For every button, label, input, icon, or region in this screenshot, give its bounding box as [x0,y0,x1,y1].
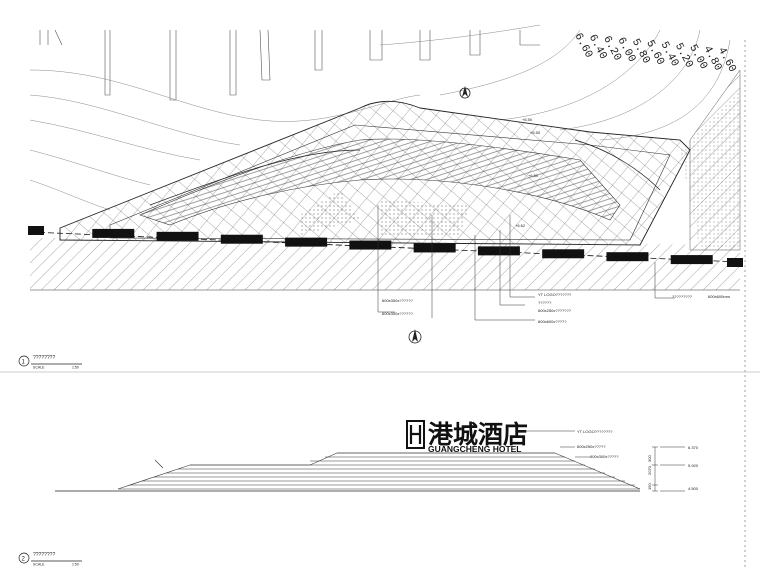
logo-icon [406,420,425,449]
planter-block [727,258,743,267]
callout-text: 600x600x????? [538,319,567,324]
planter-block [28,226,44,235]
level-mark: +6.62 [515,223,526,228]
callout-text: ????????? [672,294,693,299]
title-number: 2 [22,557,26,563]
step-band-2 [149,149,361,206]
planter-block [220,234,263,244]
level-mark: +6.50 [522,117,533,122]
dimension-label: 300 [647,455,652,462]
sign-main-text: 港城酒店 [428,420,528,449]
title-scale: SCALE [33,563,45,567]
planter-block [477,246,520,256]
callout-text: 600x600mm [708,294,731,299]
dimension-label: 150 [647,483,652,490]
level-mark: +6.50 [530,130,541,135]
title-number: 1 [22,360,26,366]
step-band [139,138,621,226]
title-number-circle [18,355,30,367]
section-view: 港城酒店 GUANGCHENG HOTEL YT LOGO???????? 60… [55,420,699,492]
north-arrow-icon [459,86,471,99]
callout-text: 600x250x??????? [538,308,572,313]
leader-lines [377,205,675,321]
planter-block [285,237,328,247]
callout-text: ?????? [538,300,552,305]
callout-text: 600x250x????? [577,444,606,449]
section-leaders [515,430,590,458]
planter-block [92,228,135,238]
planter-block [542,249,585,259]
title-name: ???????? [33,355,55,361]
sign-sub-text: GUANGCHENG HOTEL [428,444,522,454]
title-ratio: 1:50 [72,563,79,567]
step-band-3 [574,139,661,191]
terrain-right-dots [680,90,740,250]
dimension-label: 2070 [647,465,652,475]
north-arrow-icon [408,329,422,344]
title-ratio: 1:50 [72,366,79,370]
title-name: ???????? [33,552,55,558]
elevation-mark: 5.920 [688,463,699,468]
callout-text: 600x300x?????? [382,311,413,316]
callout-text: YT LOGO???????? [577,429,613,434]
stepped-platform [117,452,641,490]
planter-block [413,243,456,253]
plan-callouts: 600x300x?????? 600x300x?????? 600x250x??… [382,292,731,324]
title-number-circle [18,552,30,564]
building-outlines [39,29,540,101]
planter-block [156,231,199,241]
boundary-line [29,231,741,263]
title-scale: SCALE [33,366,45,370]
callout-text: 600x300x?????? [382,298,413,303]
hotel-sign: 港城酒店 GUANGCHENG HOTEL [406,420,528,454]
paving-dots-2 [380,200,470,235]
drawing-title-1: 1 ???????? SCALE 1:50 [18,355,82,370]
planter-block [606,252,649,262]
dimension-chain [652,446,685,492]
callout-text: YT LOGO??????? [538,292,572,297]
level-mark: +6.50 [528,173,539,178]
callout-text: 600x300x????? [590,454,619,459]
planter-block [349,240,392,250]
drawing-title-2: 2 ???????? SCALE 1:50 [18,552,82,567]
plaza-inner [109,124,671,241]
paving-dots [300,190,360,235]
elevation-mark: 4.500 [688,486,699,491]
plan-view: 6.60 6.40 6.20 6.00 5.80 5.60 5.40 5.20 … [28,24,746,570]
elevation-mark: 6.370 [688,445,699,450]
